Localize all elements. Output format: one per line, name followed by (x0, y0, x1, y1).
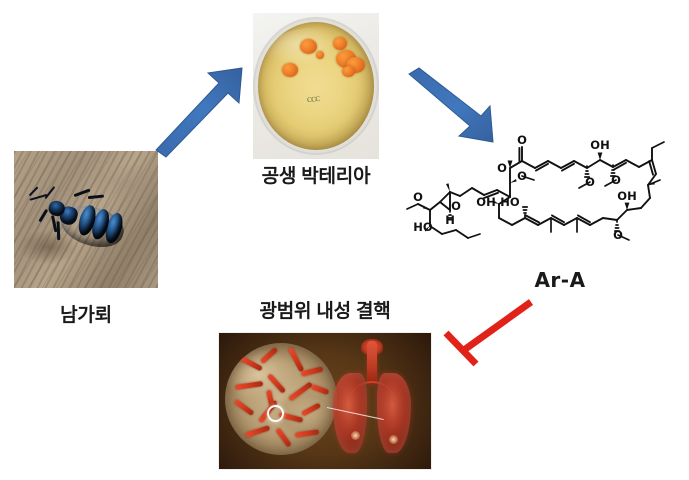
wedge-oh-mid (624, 202, 630, 210)
infection-site-marker (267, 405, 284, 422)
atom-label-O: O (497, 161, 507, 175)
tb-bacillus (239, 355, 263, 372)
agar-plate: CCC (258, 22, 374, 150)
bacterial-colony (333, 37, 348, 51)
bacterial-colony (299, 38, 317, 54)
lung-lesion (351, 431, 360, 440)
atom-label-HO: HO (413, 220, 433, 234)
atom-label-H: H (445, 213, 455, 227)
tb-bacillus (300, 366, 324, 377)
beetle-body (28, 186, 129, 255)
hash-methoxy-a (583, 165, 591, 178)
chemical-structure-macrolide: O O OH O O O OH O OH HO O O HO H (398, 130, 689, 290)
tb-bacillus (244, 425, 271, 438)
plate-marking: CCC (306, 94, 320, 105)
atom-label-O: O (585, 175, 595, 189)
tb-bacillus (275, 427, 292, 448)
wedge-methoxy-left (423, 206, 430, 210)
beetle-leg (38, 209, 48, 223)
tb-bacillus (287, 346, 305, 373)
beetle-antenna (28, 186, 39, 197)
blue-arrow-up-right (155, 67, 243, 158)
beetle-label: 남가뢰 (60, 305, 112, 326)
tb-bacillus (233, 399, 255, 416)
wedge-ho-left (424, 226, 430, 232)
atom-label-OH: OH (617, 189, 636, 203)
atom-label-O: O (413, 190, 423, 204)
bacterial-colony (316, 51, 324, 60)
inhibition-crossbar (443, 330, 479, 367)
blister-beetle-photograph (14, 151, 158, 288)
hash-hydroxyl-b (521, 206, 529, 219)
tuberculosis-lungs-illustration (218, 332, 432, 470)
tb-bacillus (310, 384, 330, 395)
tb-bacillus (288, 381, 313, 402)
atom-label-HO: HO (500, 195, 520, 209)
bacilli-magnification-circle (225, 343, 337, 455)
wedge-oh-top (597, 152, 603, 160)
atom-label-O: O (613, 228, 623, 242)
atom-label-OH: OH (590, 138, 609, 152)
inhibition-shaft (461, 299, 534, 353)
wedge-methyl (446, 183, 450, 192)
atom-label-O: O (517, 169, 527, 183)
compound-label: Ar-A (534, 268, 586, 292)
lung-lesion (389, 435, 398, 444)
atom-label-OH: OH (476, 195, 495, 209)
tuberculosis-label: 광범위 내성 결핵 (259, 301, 391, 322)
wedge-methoxy (510, 179, 517, 183)
hash-methoxy-b (609, 164, 617, 177)
bacterial-colony (341, 65, 355, 77)
bacteria-label: 공생 박테리아 (261, 166, 371, 187)
tb-bacillus (300, 402, 322, 417)
hash-methoxy-c (613, 219, 621, 232)
bacterial-colony (282, 62, 299, 77)
beetle-leg (56, 221, 60, 241)
tb-bacillus (294, 429, 320, 438)
wedge-ester-oxygen (507, 160, 513, 168)
tb-bacillus (259, 346, 279, 365)
beetle-leg (87, 194, 104, 200)
petri-dish-culture-photograph: CCC (253, 13, 379, 159)
tb-bacillus (234, 381, 264, 390)
atom-label-O: O (517, 133, 527, 147)
bronchi (349, 381, 395, 403)
hash-epoxide-h (447, 209, 453, 219)
blue-arrow-down-right (408, 67, 494, 143)
atom-label-O: O (611, 173, 621, 187)
red-inhibition-bar (443, 299, 534, 367)
atom-label-O-epoxide: O (451, 199, 461, 213)
trachea (367, 341, 377, 385)
lungs-illustration (329, 339, 415, 463)
